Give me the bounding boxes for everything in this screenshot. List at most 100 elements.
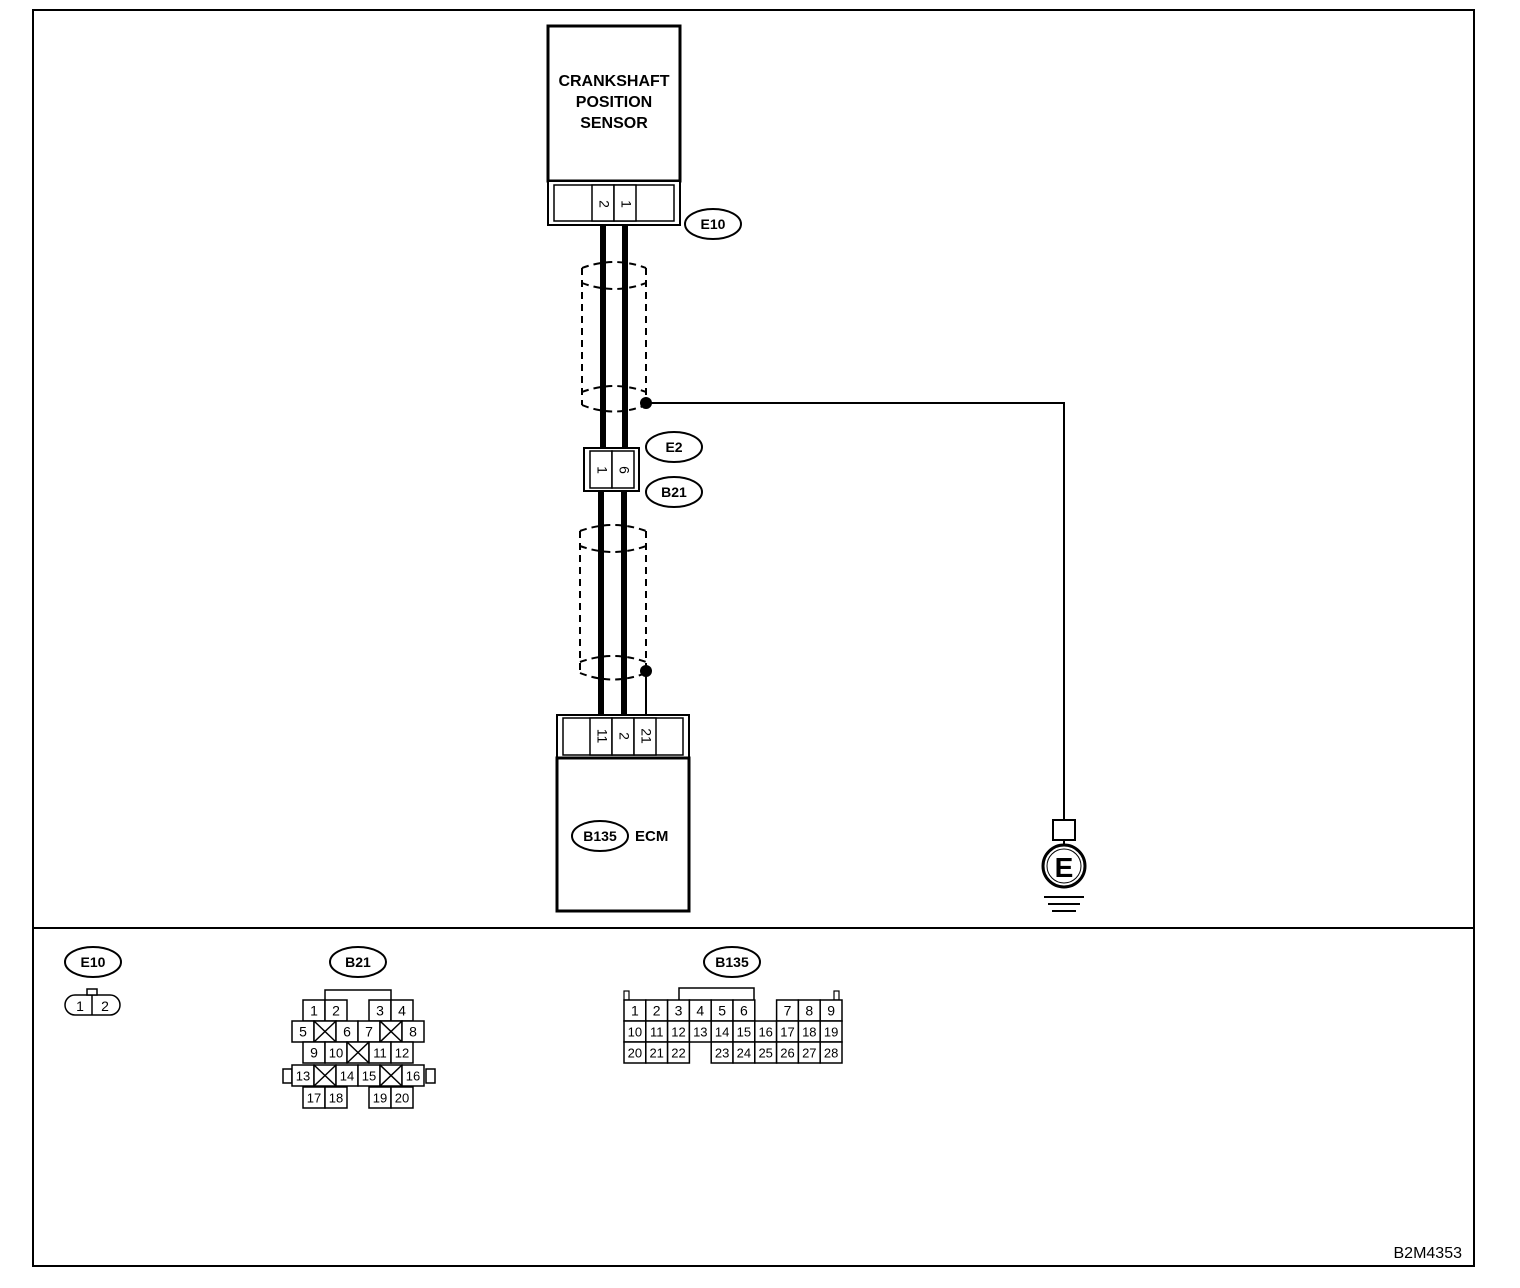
b135-legend-pin-10-label: 10 [628,1025,642,1040]
b135-legend-pin-22 [666,1041,691,1064]
b135-legend-pin-3-label: 3 [675,1003,683,1019]
b135-legend-pin-7-label: 7 [784,1003,792,1019]
b135-legend-pin-22-label: 22 [671,1046,685,1061]
b135-legend-pin-20-label: 20 [628,1046,642,1061]
legend-e10-pin-2: 2 [101,998,109,1014]
b135-legend-pin-28 [819,1041,843,1064]
b135-legend-pin-15-label: 15 [737,1025,751,1040]
shield-ground-wire [646,402,1065,820]
b21-legend-pin-5-label: 5 [299,1024,307,1040]
b135-pin-21-label: 21 [638,728,654,744]
b135-legend-pin-1-label: 1 [631,1003,639,1019]
b21-tag-text: B21 [661,484,687,500]
diagram-frame [32,9,1475,1267]
b21-legend-pin-6-label: 6 [343,1024,351,1040]
e10-pin-1-cavity [613,184,637,222]
b135-legend-pin-12-label: 12 [671,1025,685,1040]
upper-shield [581,261,647,413]
b21-blank-cavity-cross [313,1064,337,1087]
b21-legend-pin-16 [401,1064,425,1087]
figure-id: B2M4353 [1394,1245,1463,1262]
b135-legend-pin-5-label: 5 [718,1003,726,1019]
ecm-unit: 11 2 21 B135 ECM [555,714,691,913]
b135-legend-pin-26-label: 26 [780,1046,794,1061]
b135-legend-pin-14-label: 14 [715,1025,729,1040]
b21-connector-tag: B21 [645,476,703,508]
e2-tag-text: E2 [665,439,682,455]
b21-legend-pin-20-label: 20 [395,1091,409,1106]
b21-legend-pin-14-label: 14 [340,1069,354,1084]
b21-pin-6-cavity [611,450,635,489]
e10-pin-1-label: 1 [618,200,634,208]
b135-legend-pin-28-label: 28 [824,1046,838,1061]
b21-legend-pin-12 [390,1041,414,1064]
e2-connector-tag: E2 [645,431,703,463]
e10-connector-tag: E10 [684,208,742,240]
b21-legend-pin-15-label: 15 [362,1069,376,1084]
b21-blank-cavity-cross [379,1020,403,1043]
b21-legend-pin-17-label: 17 [307,1091,321,1106]
b21-legend-pin-13-label: 13 [296,1069,310,1084]
sensor-title-line-2: POSITION [576,94,652,111]
ground-label: E [1055,852,1074,883]
b135-legend-pin-13-label: 13 [693,1025,707,1040]
b21-blank-cavity-cross [313,1020,337,1043]
b21-legend-pin-19-label: 19 [373,1091,387,1106]
b21-blank-cavity-cross [379,1064,403,1087]
b21-legend-pin-11-label: 11 [373,1046,387,1061]
b135-legend-pin-23-label: 23 [715,1046,729,1061]
ground-terminal: E [1041,819,1087,912]
b21-legend-pin-4-label: 4 [398,1003,406,1019]
b135-legend-pin-27-label: 27 [802,1046,816,1061]
b21-legend-pin-9-label: 9 [310,1045,318,1061]
legend-e10: E10 1 2 [64,946,122,1016]
e2-b21-connector: 1 6 [583,447,640,492]
b21-legend-pin-7-label: 7 [365,1024,373,1040]
b135-legend-pin-9-label: 9 [827,1003,835,1019]
b135-tag-text: B135 [583,828,617,844]
b21-legend-pin-3-label: 3 [376,1003,384,1019]
b21-legend-pin-18 [324,1086,348,1109]
b21-blank-cavity-cross [346,1041,370,1064]
b135-legend-pin-19-label: 19 [824,1025,838,1040]
b21-legend-pin-20 [390,1086,414,1109]
ecm-label: ECM [635,828,668,845]
b135-legend-pin-4-label: 4 [696,1003,704,1019]
b135-pin-21-cavity [633,717,657,756]
b135-legend-pin-17-label: 17 [780,1025,794,1040]
b21-legend-pin-10-label: 10 [329,1046,343,1061]
b21-legend-pin-8-label: 8 [409,1024,417,1040]
b135-legend-pin-21-label: 21 [649,1046,663,1061]
b135-ecm-tag: B135 [571,820,629,852]
b135-legend-pin-18-label: 18 [802,1025,816,1040]
b21-legend-pin-16-label: 16 [406,1069,420,1084]
sensor-title-line-1: CRANKSHAFT [558,73,669,90]
b135-pin-11-label: 11 [594,729,610,744]
b21-legend-pin-12-label: 12 [395,1046,409,1061]
e10-pin-2-label: 2 [596,200,612,208]
legend-b135-tag-text: B135 [715,954,749,970]
legend-e10-pin-1: 1 [76,998,84,1014]
b21-pin-1-label: 1 [594,466,610,474]
legend-e10-tag-text: E10 [81,954,106,970]
sensor-wires [598,225,628,716]
b135-legend-pin-6-label: 6 [740,1003,748,1019]
legend-b21-tag-text: B21 [345,954,371,970]
b135-legend-pin-16-label: 16 [758,1025,772,1040]
b135-legend-pin-8-label: 8 [805,1003,813,1019]
sensor-title-line-3: SENSOR [580,115,648,132]
ground-circle [1041,843,1087,889]
b135-legend-pin-25-label: 25 [758,1046,772,1061]
b21-legend-pin-1-label: 1 [310,1003,318,1019]
b21-legend-pin-2-label: 2 [332,1003,340,1019]
e10-tag-text: E10 [701,216,726,232]
lower-shield [579,524,647,681]
b135-legend-pin-11-label: 11 [650,1025,664,1040]
b135-legend-pin-24-label: 24 [737,1046,751,1061]
crankshaft-position-sensor: CRANKSHAFT POSITION SENSOR 2 1 [546,24,682,226]
b21-legend-pin-18-label: 18 [329,1091,343,1106]
b135-pin-2-label: 2 [616,732,632,740]
